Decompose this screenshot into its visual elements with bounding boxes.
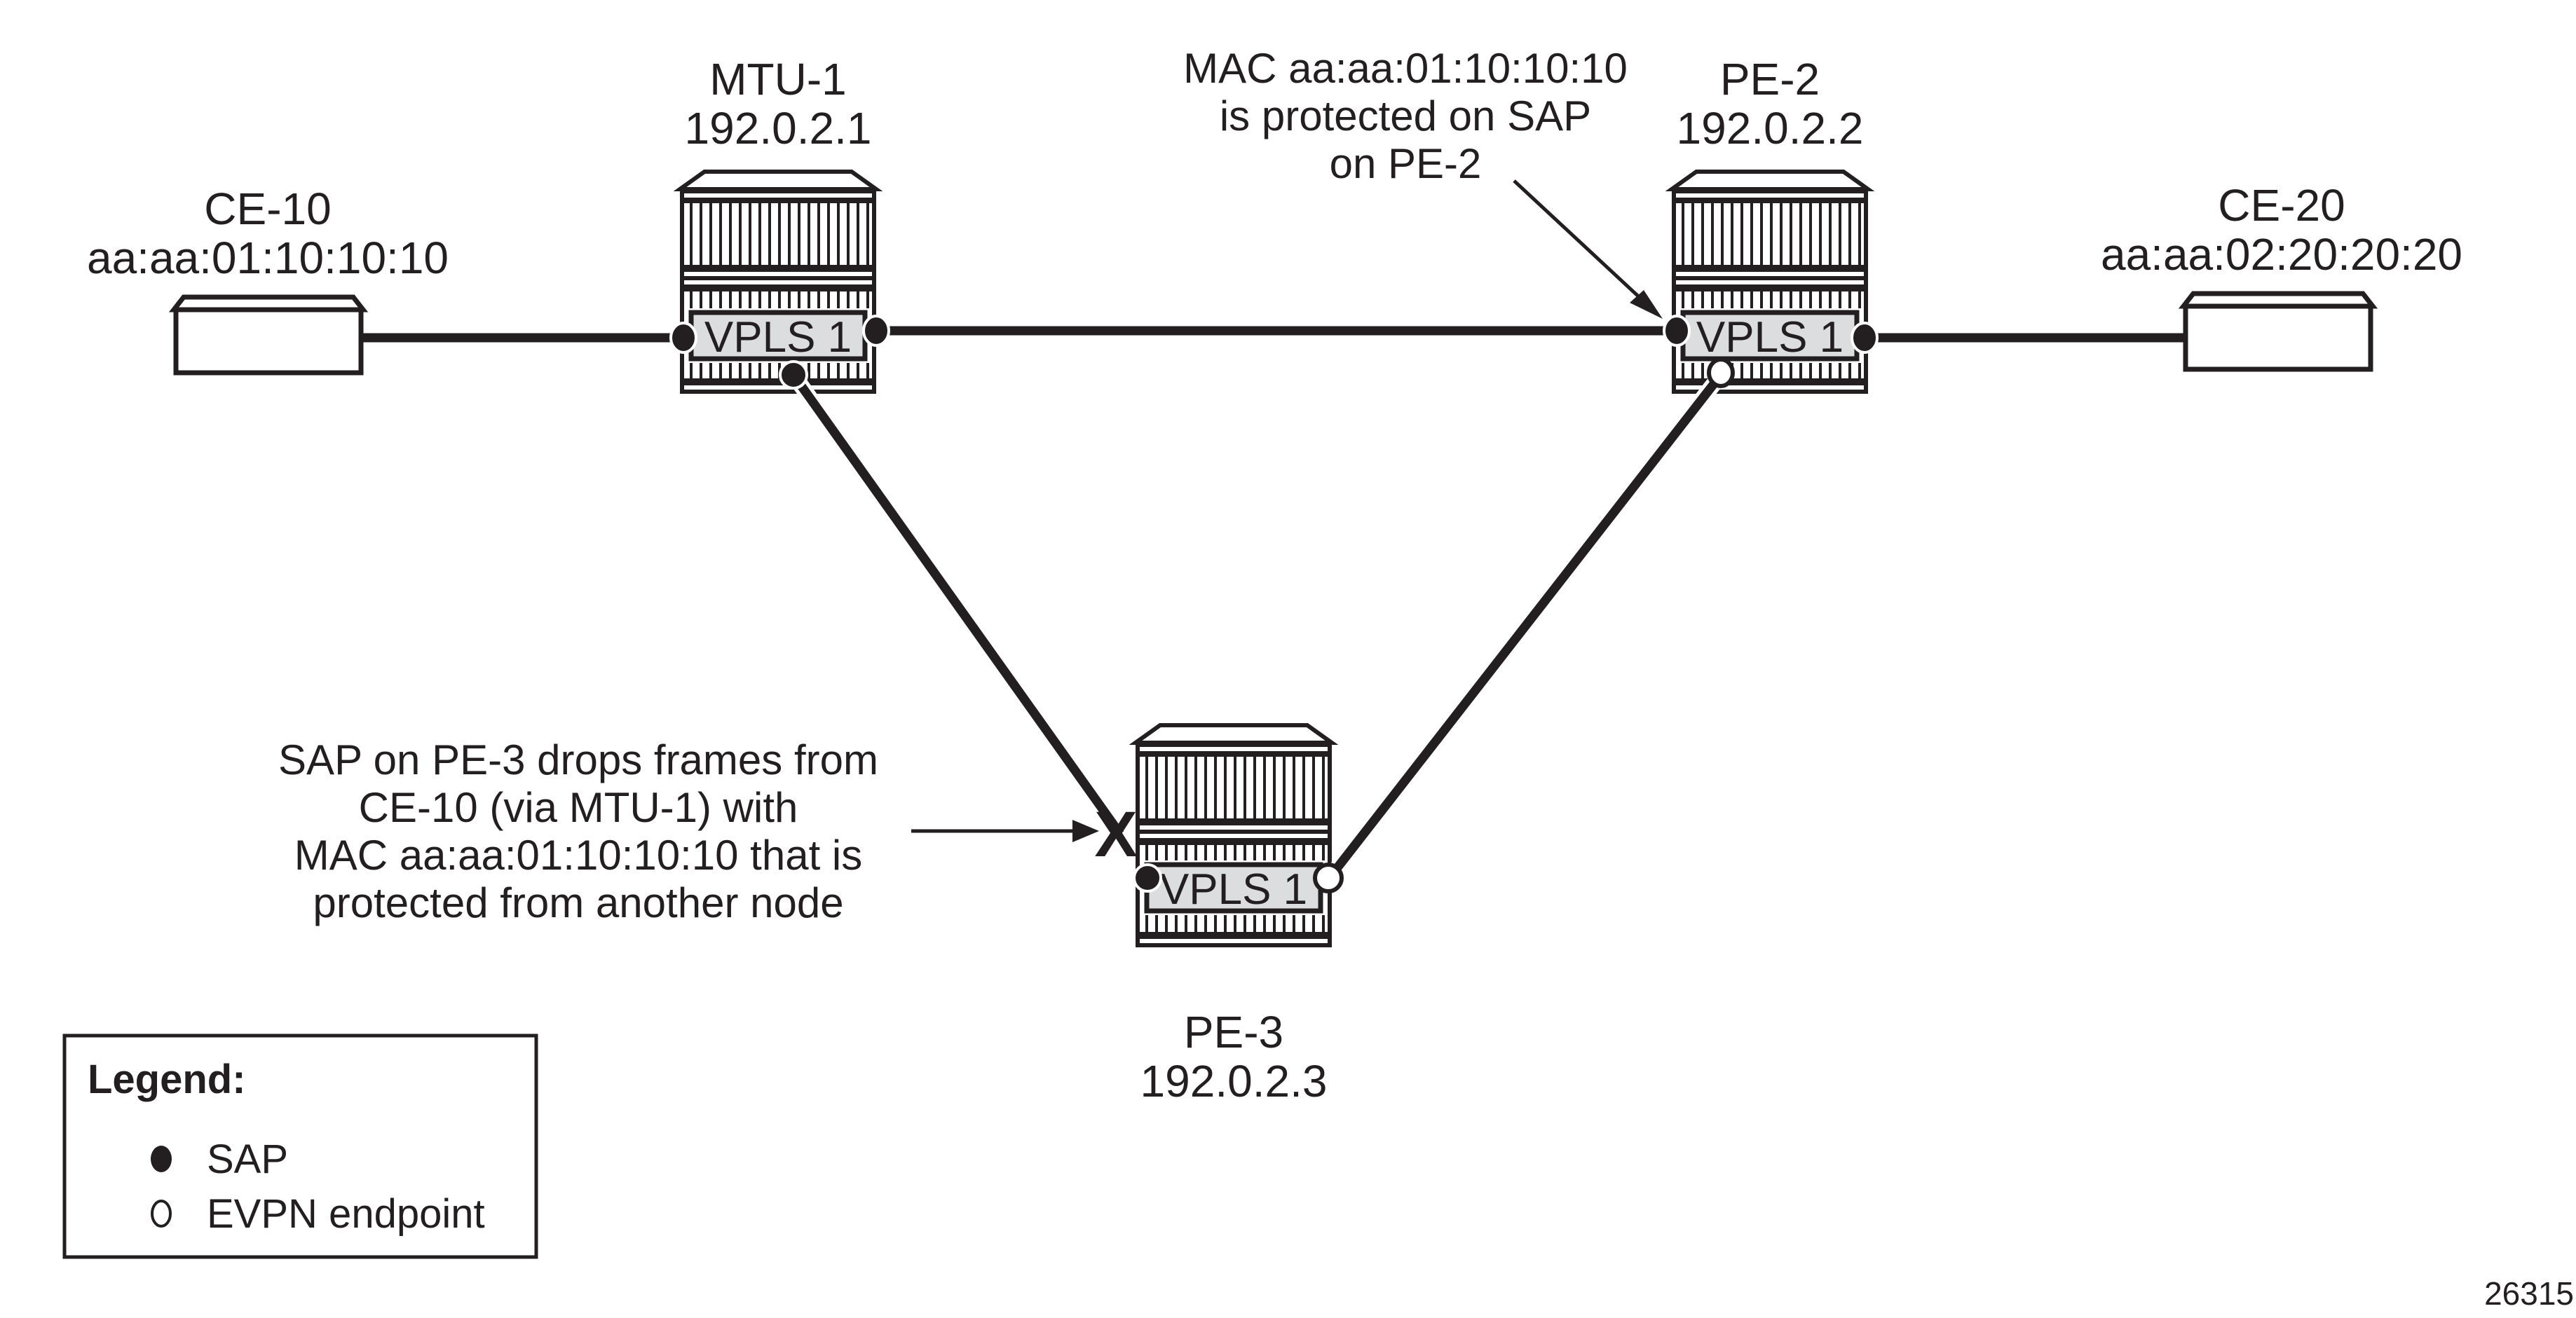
pe3-vpls-label: VPLS 1 xyxy=(1160,865,1307,914)
legend-title: Legend: xyxy=(88,1057,246,1102)
pe2-name: PE-2 xyxy=(1720,54,1820,104)
ce10-name: CE-10 xyxy=(204,184,331,234)
endpoints xyxy=(669,315,1879,893)
ce10-host-icon xyxy=(174,297,363,373)
sap-icon xyxy=(669,322,697,354)
legend-evpn-icon xyxy=(151,1200,172,1228)
legend-sap-label: SAP xyxy=(207,1137,288,1182)
pe3-annotation: SAP on PE-3 drops frames from CE-10 (via… xyxy=(278,736,1099,926)
drop-x-icon: X xyxy=(1094,799,1137,870)
pe3-note-line-3: MAC aa:aa:01:10:10:10 that is xyxy=(294,832,863,879)
mtu1-vpls-box xyxy=(688,310,868,362)
legend-box xyxy=(62,1034,538,1259)
sap-icon xyxy=(1851,322,1879,354)
sap-icon xyxy=(1663,315,1691,347)
pe3-name: PE-3 xyxy=(1184,1007,1283,1057)
ce10-device: CE-10 aa:aa:01:10:10:10 xyxy=(87,184,449,373)
sap-icon xyxy=(862,315,890,347)
pe3-note-line-1: SAP on PE-3 drops frames from xyxy=(278,736,878,783)
sap-icon xyxy=(779,360,808,390)
arrowhead-icon xyxy=(1630,290,1663,319)
pe3-note-line-2: CE-10 (via MTU-1) with xyxy=(359,784,798,831)
ce10-mac: aa:aa:01:10:10:10 xyxy=(87,233,449,283)
links xyxy=(357,326,2190,343)
diagonal-links xyxy=(786,369,1728,885)
mtu1-vpls-label: VPLS 1 xyxy=(704,313,852,362)
pe2-note-line-1: MAC aa:aa:01:10:10:10 xyxy=(1183,45,1628,92)
link-pe2-pe3 xyxy=(1324,372,1725,882)
pe2-annotation: MAC aa:aa:01:10:10:10 is protected on SA… xyxy=(1183,45,1663,319)
pe2-note-arrow xyxy=(1513,179,1645,303)
legend-sap-icon xyxy=(151,1146,172,1172)
arrowhead-icon xyxy=(1072,820,1099,842)
figure-id: 26315 xyxy=(2484,1275,2574,1312)
legend: Legend: SAP EVPN endpoint xyxy=(62,1034,538,1259)
pe2-note-line-2: is protected on SAP xyxy=(1220,92,1591,139)
evpn-endpoint-icon xyxy=(1313,863,1344,893)
pe2-ip: 192.0.2.2 xyxy=(1677,103,1864,153)
pe2-vpls-label: VPLS 1 xyxy=(1696,313,1844,362)
sap-icon xyxy=(1133,863,1162,893)
ce20-name: CE-20 xyxy=(2218,180,2345,231)
legend-evpn-label: EVPN endpoint xyxy=(207,1191,485,1237)
pe3-note-line-4: protected from another node xyxy=(313,879,843,926)
mtu1-device: MTU-1 192.0.2.1 VPLS 1 xyxy=(680,54,876,394)
pe3-device: VPLS 1 PE-3 192.0.2.3 xyxy=(1136,725,1332,1106)
pe3-ip: 192.0.2.3 xyxy=(1140,1056,1328,1106)
evpn-endpoint-icon xyxy=(1707,357,1735,388)
mtu1-name: MTU-1 xyxy=(709,54,847,104)
pe2-device: PE-2 192.0.2.2 VPLS 1 xyxy=(1672,54,1868,394)
ce20-mac: aa:aa:02:20:20:20 xyxy=(2101,229,2462,280)
ce20-device: CE-20 aa:aa:02:20:20:20 xyxy=(2101,180,2462,369)
pe2-note-line-3: on PE-2 xyxy=(1330,140,1482,187)
mtu1-ip: 192.0.2.1 xyxy=(685,103,872,153)
link-mtu1-pe3 xyxy=(789,372,1124,837)
ce20-host-icon xyxy=(2183,294,2373,369)
